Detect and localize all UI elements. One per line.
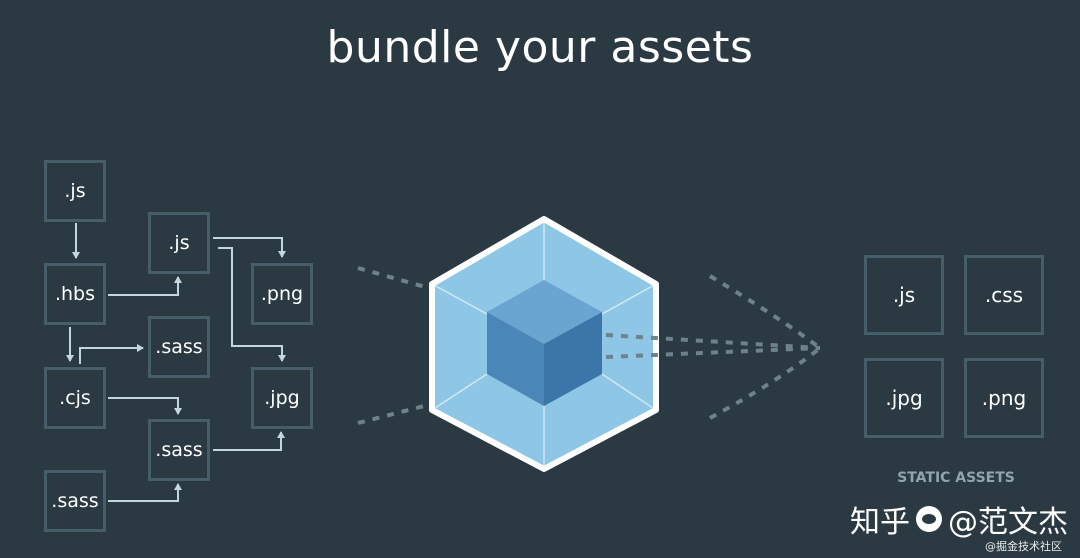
page-title: bundle your assets <box>326 22 754 73</box>
dependency-connectors <box>66 223 286 502</box>
module-jpg: .jpg <box>251 367 313 429</box>
module-sass-bottom: .sass <box>44 470 106 532</box>
module-hbs: .hbs <box>44 263 106 325</box>
module-png: .png <box>251 263 313 325</box>
output-dashes <box>605 274 822 420</box>
static-assets-label: STATIC ASSETS <box>897 470 1015 486</box>
connector-js-to-png <box>213 237 286 258</box>
static-asset-png: .png <box>964 358 1044 438</box>
watermark-site: 知乎 <box>850 505 910 540</box>
watermark-footer: @掘金技术社区 <box>985 540 1062 553</box>
output-dash-arc-bottom <box>709 346 822 420</box>
connector-js-to-jpg <box>218 247 286 362</box>
static-asset-js: .js <box>864 255 944 335</box>
module-js-top: .js <box>44 160 106 222</box>
module-js-mid: .js <box>148 212 210 274</box>
watermark-author: @范文杰 <box>948 505 1068 540</box>
output-dash-upper <box>605 333 821 350</box>
module-sass-mid: .sass <box>148 316 210 378</box>
output-dash-arc-top <box>708 274 822 350</box>
watermark: 知乎 @范文杰 <box>850 497 1068 541</box>
module-cjs: .cjs <box>44 367 106 429</box>
connector-cjs-to-sass-lower <box>108 397 182 415</box>
connector-sass-to-sass-lower <box>108 483 182 502</box>
input-dashes <box>357 266 437 425</box>
output-dash-lower <box>605 346 821 359</box>
webpack-cube-icon <box>429 216 659 472</box>
connector-hbs-to-js <box>108 276 182 296</box>
static-asset-css: .css <box>964 255 1044 335</box>
connector-cjs-to-sass <box>79 344 144 364</box>
module-sass-lower: .sass <box>148 419 210 481</box>
connector-sass-to-jpg <box>213 431 285 451</box>
static-asset-jpg: .jpg <box>864 358 944 438</box>
input-dash-upper <box>357 266 437 292</box>
wechat-icon <box>916 506 942 532</box>
input-dash-lower <box>357 401 437 425</box>
